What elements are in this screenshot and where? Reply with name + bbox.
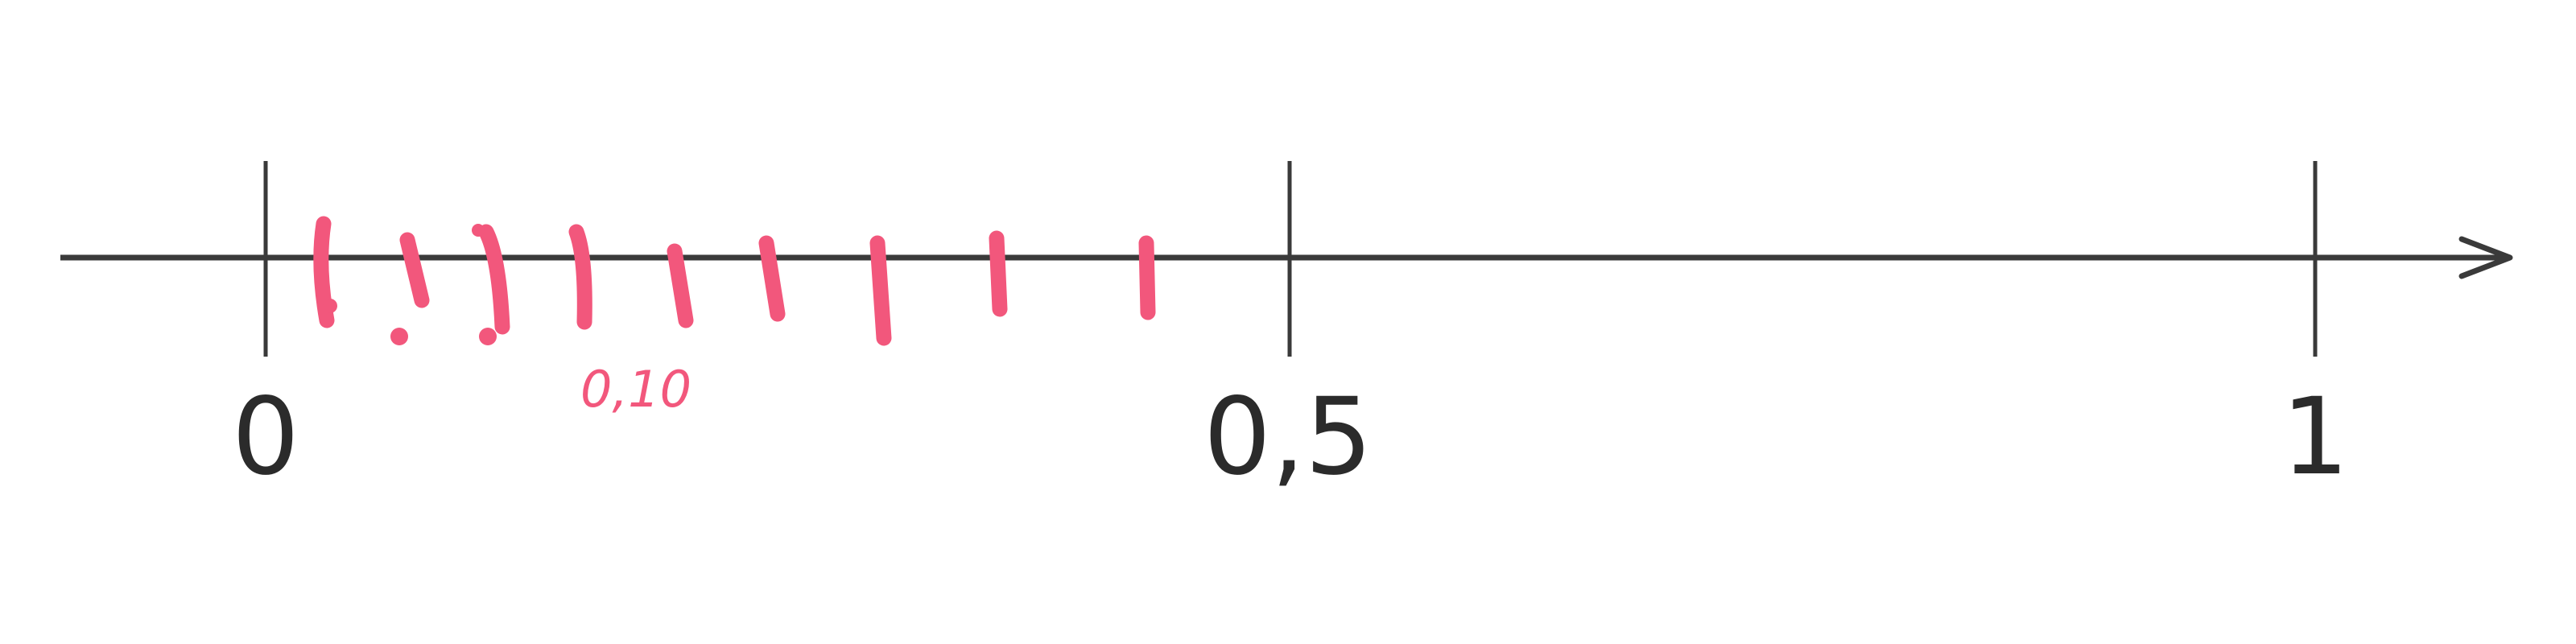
handwritten-tenth-marks — [313, 216, 1156, 346]
pink-mark-5 — [667, 243, 694, 328]
pink-mark-4 — [568, 224, 592, 330]
pink-mark-8 — [989, 230, 1008, 317]
pink-mark-7 — [869, 235, 892, 346]
handwritten-dots — [323, 224, 497, 345]
handwritten-annotation: 0,10 — [580, 360, 691, 419]
pink-mark-6 — [758, 235, 786, 322]
pink-mark-2 — [399, 232, 430, 308]
tick-label-1: 1 — [2281, 375, 2349, 499]
pink-mark-9 — [1138, 235, 1156, 320]
axis-arrowhead — [2458, 236, 2513, 279]
pink-mark-3 — [478, 224, 510, 335]
pink-dot-3 — [479, 328, 497, 345]
tick-label-0-5: 0,5 — [1203, 375, 1373, 499]
pink-dot-4 — [472, 224, 485, 237]
pink-dot-2 — [390, 328, 408, 345]
tick-label-0: 0 — [232, 375, 299, 499]
pink-dot-1 — [323, 299, 337, 313]
